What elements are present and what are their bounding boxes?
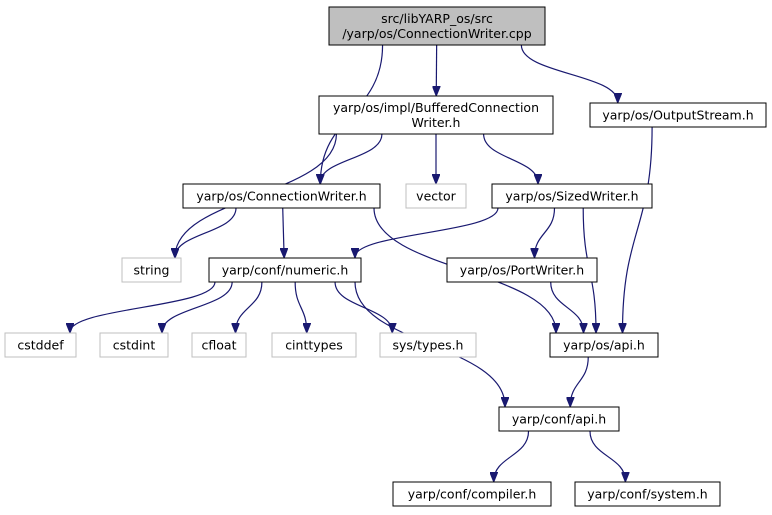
node-numeric-label-line-0: yarp/conf/numeric.h bbox=[222, 263, 349, 278]
node-cstddef: cstddef bbox=[4, 332, 77, 358]
node-portwriter-label-line-0: yarp/os/PortWriter.h bbox=[460, 263, 584, 278]
node-compiler-label-line-0: yarp/conf/compiler.h bbox=[408, 487, 537, 502]
edge-connwriter-to-numeric bbox=[283, 207, 284, 257]
edge-buffered-to-sizedwriter bbox=[483, 133, 538, 183]
node-system-box bbox=[574, 481, 721, 507]
node-sizedwriter[interactable]: yarp/os/SizedWriter.h bbox=[491, 183, 653, 209]
nodes-layer: src/libYARP_os/src/yarp/os/ConnectionWri… bbox=[4, 6, 767, 507]
edge-osapi-to-confapi bbox=[570, 356, 589, 406]
node-string: string bbox=[121, 257, 182, 283]
node-portwriter-box bbox=[446, 257, 598, 283]
edge-connwriter-to-string bbox=[175, 207, 237, 257]
node-compiler[interactable]: yarp/conf/compiler.h bbox=[392, 481, 552, 507]
node-connwriter-box bbox=[182, 183, 381, 209]
node-system[interactable]: yarp/conf/system.h bbox=[574, 481, 721, 507]
node-systypes-label-line-0: sys/types.h bbox=[393, 338, 464, 353]
node-numeric-box bbox=[208, 257, 362, 283]
node-osapi[interactable]: yarp/os/api.h bbox=[549, 332, 659, 358]
node-cstdint: cstdint bbox=[99, 332, 169, 358]
node-root-label-line-0: src/libYARP_os/src bbox=[381, 11, 493, 26]
node-cfloat-label-line-0: cfloat bbox=[202, 338, 237, 353]
node-numeric[interactable]: yarp/conf/numeric.h bbox=[208, 257, 362, 283]
edge-sizedwriter-to-portwriter bbox=[535, 207, 556, 257]
edge-numeric-to-cinttypes bbox=[294, 281, 307, 332]
node-system-label-line-0: yarp/conf/system.h bbox=[587, 487, 707, 502]
edge-portwriter-to-osapi bbox=[550, 281, 584, 332]
node-osapi-label-line-0: yarp/os/api.h bbox=[563, 338, 645, 353]
edge-buffered-to-connwriter bbox=[320, 133, 383, 183]
node-cfloat: cfloat bbox=[191, 332, 247, 358]
node-cstddef-label-line-0: cstddef bbox=[17, 338, 64, 353]
node-systypes-box bbox=[379, 332, 477, 358]
edge-numeric-to-cfloat bbox=[236, 281, 263, 332]
node-outputstream-box bbox=[589, 102, 767, 128]
node-confapi-box bbox=[498, 406, 620, 432]
node-cstdint-box bbox=[99, 332, 169, 358]
node-cfloat-box bbox=[191, 332, 247, 358]
node-root-label-line-1: /yarp/os/ConnectionWriter.cpp bbox=[342, 26, 531, 41]
node-vector: vector bbox=[405, 183, 467, 209]
edge-confapi-to-compiler bbox=[494, 430, 530, 481]
node-string-box bbox=[121, 257, 182, 283]
edge-confapi-to-system bbox=[589, 430, 625, 481]
node-portwriter[interactable]: yarp/os/PortWriter.h bbox=[446, 257, 598, 283]
node-connwriter-label-line-0: yarp/os/ConnectionWriter.h bbox=[196, 189, 366, 204]
edge-sizedwriter-to-numeric bbox=[355, 207, 499, 257]
node-buffered-box bbox=[318, 95, 554, 135]
node-outputstream[interactable]: yarp/os/OutputStream.h bbox=[589, 102, 767, 128]
edge-numeric-to-cstdint bbox=[162, 281, 233, 332]
node-root-box bbox=[328, 6, 546, 46]
edge-root-to-outputstream bbox=[520, 44, 617, 102]
node-connwriter[interactable]: yarp/os/ConnectionWriter.h bbox=[182, 183, 381, 209]
node-cinttypes: cinttypes bbox=[271, 332, 357, 358]
edge-numeric-to-cstddef bbox=[70, 281, 216, 332]
node-cstddef-box bbox=[4, 332, 77, 358]
node-osapi-box bbox=[549, 332, 659, 358]
node-systypes: sys/types.h bbox=[379, 332, 477, 358]
node-root[interactable]: src/libYARP_os/src/yarp/os/ConnectionWri… bbox=[328, 6, 546, 46]
node-buffered-label-line-1: Writer.h bbox=[412, 115, 461, 130]
node-vector-label-line-0: vector bbox=[416, 189, 457, 204]
node-buffered-label-line-0: yarp/os/impl/BufferedConnection bbox=[333, 100, 539, 115]
node-vector-box bbox=[405, 183, 467, 209]
node-cstdint-label-line-0: cstdint bbox=[113, 338, 156, 353]
node-sizedwriter-box bbox=[491, 183, 653, 209]
node-sizedwriter-label-line-0: yarp/os/SizedWriter.h bbox=[505, 189, 638, 204]
node-confapi[interactable]: yarp/conf/api.h bbox=[498, 406, 620, 432]
node-cinttypes-label-line-0: cinttypes bbox=[285, 338, 343, 353]
node-outputstream-label-line-0: yarp/os/OutputStream.h bbox=[602, 108, 753, 123]
edge-outputstream-to-osapi bbox=[623, 126, 653, 332]
node-confapi-label-line-0: yarp/conf/api.h bbox=[512, 412, 606, 427]
node-compiler-box bbox=[392, 481, 552, 507]
node-string-label-line-0: string bbox=[134, 263, 170, 278]
edge-numeric-to-systypes bbox=[334, 281, 392, 332]
node-cinttypes-box bbox=[271, 332, 357, 358]
